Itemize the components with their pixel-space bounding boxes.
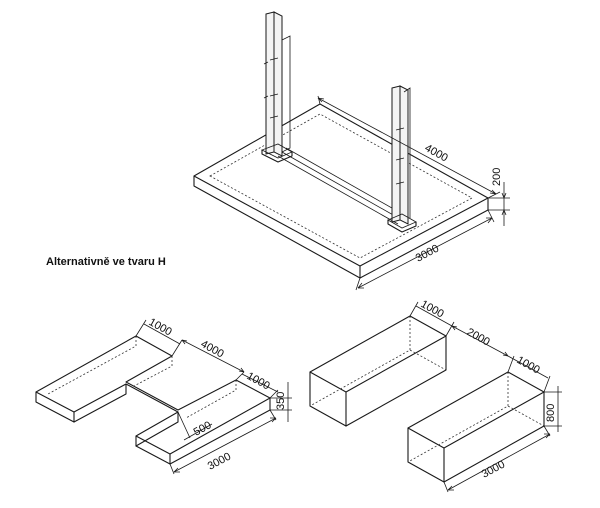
h-foundation xyxy=(35,335,271,465)
alternative-h-caption: Alternativně ve tvaru H xyxy=(46,256,166,268)
dim-h-arm-top: 1000 xyxy=(147,316,174,338)
slab-foundation xyxy=(193,103,489,279)
dim-h-width: 3000 xyxy=(206,451,233,473)
dim-slab-height: 200 xyxy=(491,168,503,186)
dim-h-height: 350 xyxy=(275,392,287,410)
left-post xyxy=(261,11,293,163)
dim-strip-length: 3000 xyxy=(480,459,507,481)
strip-foundation-right xyxy=(407,371,545,483)
dim-strip-right: 1000 xyxy=(515,354,542,376)
dim-h-length: 4000 xyxy=(199,338,226,360)
dim-slab-width: 3000 xyxy=(414,243,441,265)
strip-foundation-left xyxy=(309,315,447,427)
dim-slab-length: 4000 xyxy=(423,142,450,164)
dim-strip-left: 1000 xyxy=(419,298,446,320)
dim-strip-height: 800 xyxy=(545,404,557,422)
dim-strip-gap: 2000 xyxy=(465,326,492,348)
right-post xyxy=(387,85,417,233)
